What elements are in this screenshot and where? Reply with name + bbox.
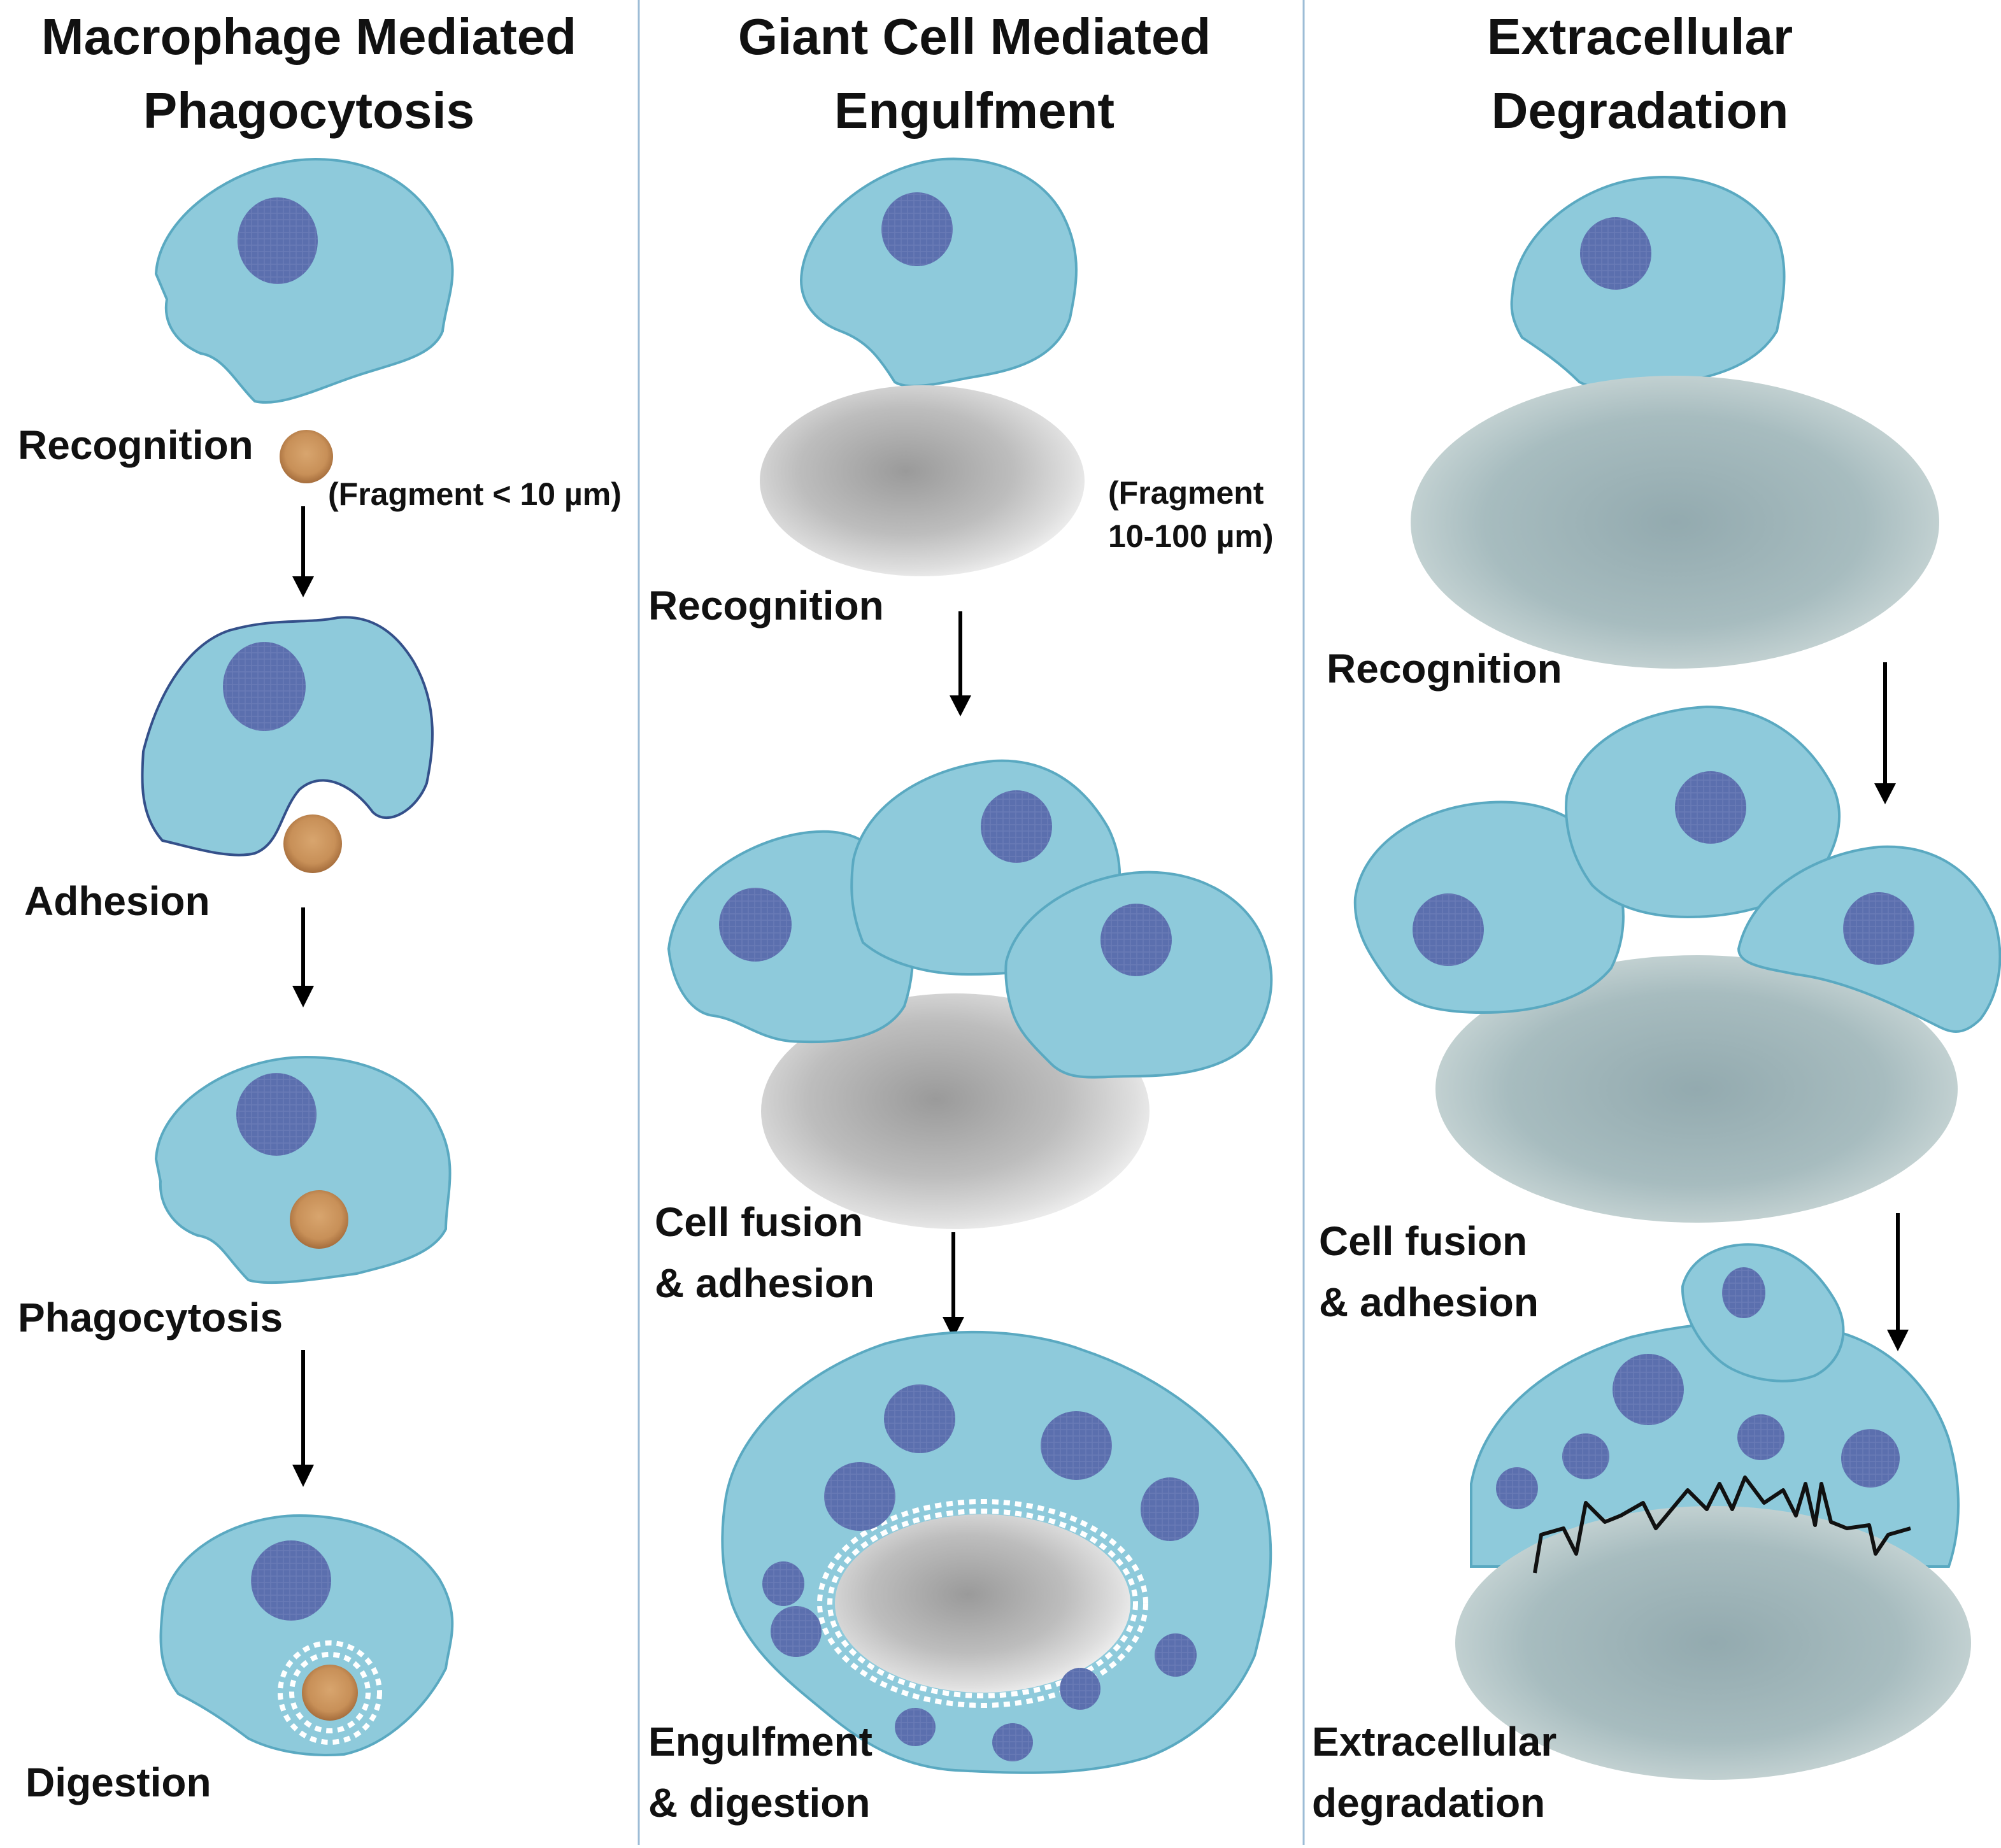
nucleus [895, 1708, 936, 1746]
arrow-head [292, 1465, 314, 1487]
nucleus [1413, 893, 1484, 966]
nucleus [884, 1384, 955, 1453]
step-label: Extracellular [1312, 1719, 1557, 1765]
nucleus [1843, 892, 1914, 965]
title-column1-line1: Macrophage Mediated [41, 8, 577, 65]
nucleus [881, 192, 953, 266]
nucleus [771, 1606, 822, 1657]
arrow-head [1874, 783, 1896, 804]
step-label: Cell fusion [1319, 1218, 1528, 1264]
nucleus [238, 197, 318, 284]
column-macrophage-phagocytosis [141, 157, 454, 1756]
nucleus [824, 1462, 895, 1531]
implant-surface [1455, 1506, 1971, 1780]
nucleus [251, 1540, 331, 1621]
nucleus [1060, 1668, 1100, 1710]
adhering-macrophage-cell [141, 616, 434, 856]
step-label: Engulfment [648, 1719, 872, 1765]
nucleus [1737, 1414, 1784, 1460]
fusing-cell [1681, 1243, 1845, 1382]
macrophage-cell [154, 157, 454, 404]
nucleus [1722, 1267, 1765, 1318]
nucleus [1580, 217, 1651, 290]
macrophage-cell [154, 1055, 452, 1284]
nucleus [1155, 1633, 1197, 1677]
nucleus [1841, 1429, 1900, 1488]
title-column2-line2: Engulfment [834, 82, 1114, 139]
arrow-head [943, 1317, 964, 1339]
nucleus [1496, 1467, 1538, 1509]
title-column3-line1: Extracellular [1486, 8, 1793, 65]
step-label: & digestion [648, 1780, 871, 1826]
title-column3-line2: Degradation [1491, 82, 1789, 139]
small-fragment [280, 430, 333, 483]
implant-surface [1411, 376, 1939, 669]
nucleus [1100, 904, 1172, 976]
fragment-size-note-line2: 10-100 µm) [1108, 518, 1274, 554]
arrow-head [292, 986, 314, 1007]
nucleus [719, 888, 792, 962]
macrophage-cell [1510, 176, 1786, 391]
macrophage-cell [799, 157, 1078, 388]
nucleus [992, 1723, 1033, 1761]
arrow-head [1887, 1330, 1909, 1351]
adhering-cell [1353, 800, 1625, 1014]
step-label: Digestion [25, 1759, 211, 1805]
step-label: Phagocytosis [18, 1295, 283, 1340]
arrow-head [292, 576, 314, 597]
step-label: Recognition [648, 583, 884, 629]
step-label: degradation [1312, 1780, 1546, 1826]
arrow-head [950, 695, 971, 716]
engulfed-fragment [835, 1514, 1130, 1693]
ingested-fragment [290, 1190, 348, 1249]
implant-surface [1435, 955, 1958, 1223]
fragment-size-note-line1: (Fragment [1108, 475, 1264, 511]
phagosome-membrane [289, 1652, 371, 1733]
nucleus [236, 1073, 317, 1156]
column-dividers [637, 0, 1305, 1845]
nucleus [1141, 1477, 1199, 1541]
column-giant-cell-engulfment [667, 157, 1273, 1774]
small-fragment [283, 814, 342, 873]
nucleus [1613, 1354, 1684, 1425]
nucleus [1041, 1411, 1112, 1480]
phagosome-membrane-outer [817, 1499, 1148, 1708]
nucleus [981, 790, 1052, 863]
step-label: Recognition [18, 422, 253, 468]
fragment-size-note: (Fragment < 10 µm) [328, 476, 622, 512]
title-column1-line2: Phagocytosis [143, 82, 475, 139]
column-extracellular-degradation [1353, 176, 2001, 1780]
step-label: Adhesion [24, 878, 210, 924]
nucleus [223, 642, 306, 731]
digested-fragment [302, 1665, 358, 1721]
step-label: Cell fusion [655, 1199, 864, 1245]
step-label: Recognition [1327, 646, 1562, 692]
step-label: & adhesion [1319, 1279, 1539, 1325]
nucleus [1675, 771, 1746, 844]
degradation-front [1533, 1475, 1911, 1574]
large-fragment [760, 385, 1085, 576]
step-label: & adhesion [655, 1260, 874, 1306]
title-column2-line1: Giant Cell Mediated [737, 8, 1211, 65]
nucleus [762, 1561, 804, 1606]
nucleus [1562, 1433, 1609, 1479]
phagosome-membrane-outer [278, 1640, 382, 1745]
phagosome-membrane [827, 1509, 1138, 1698]
